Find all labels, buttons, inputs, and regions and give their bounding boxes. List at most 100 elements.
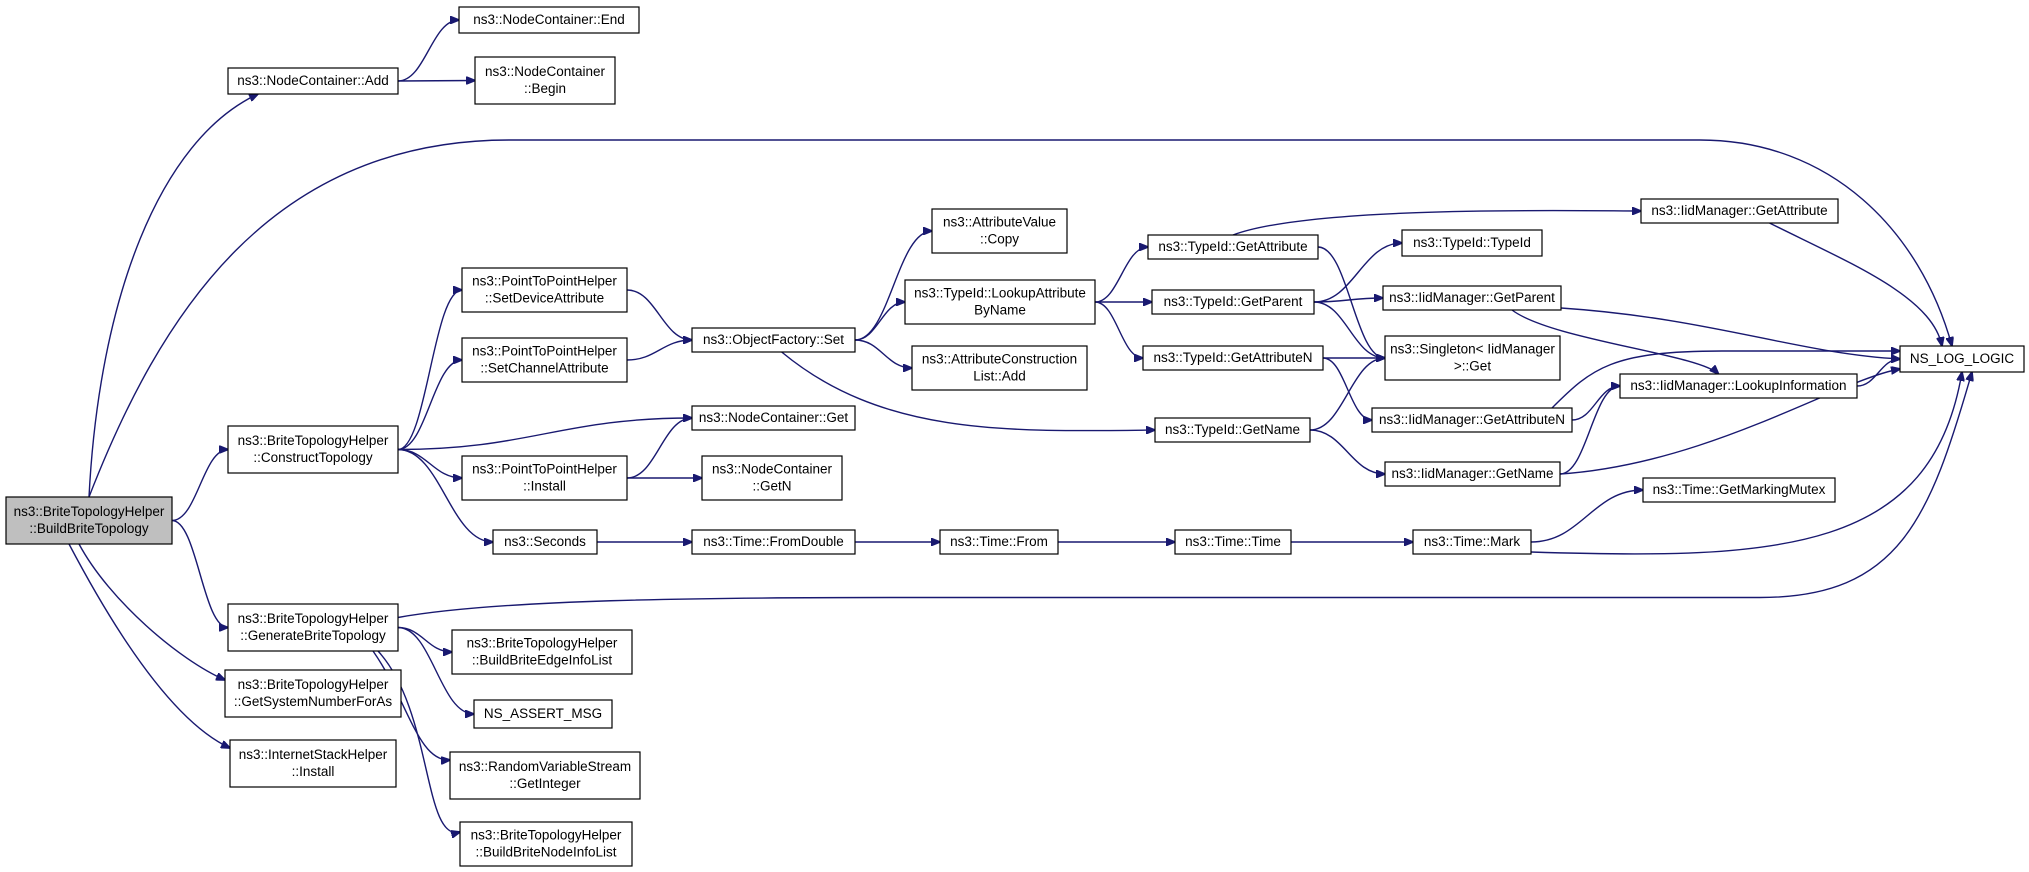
node-nc_getn[interactable]: ns3::NodeContainer::GetN — [701, 455, 843, 501]
node-box — [1619, 373, 1858, 399]
node-box — [931, 208, 1068, 254]
node-time_time[interactable]: ns3::Time::Time — [1174, 529, 1292, 555]
node-box — [1412, 529, 1532, 555]
node-p2p_install[interactable]: ns3::PointToPointHelper::Install — [461, 455, 628, 501]
node-box — [1174, 529, 1292, 555]
node-box — [1899, 345, 2025, 373]
node-label-line: NS_LOG_LOGIC — [1910, 351, 2015, 366]
node-rvs_getint[interactable]: ns3::RandomVariableStream::GetInteger — [449, 751, 641, 800]
node-label-line: ns3::InternetStackHelper — [239, 747, 388, 762]
node-sysnum[interactable]: ns3::BriteTopologyHelper::GetSystemNumbe… — [224, 669, 402, 718]
node-tid_typeid[interactable]: ns3::TypeId::TypeId — [1401, 229, 1543, 257]
edges-layer — [68, 20, 1972, 833]
node-label-line: ns3::IidManager::LookupInformation — [1630, 378, 1846, 393]
node-label-line: ns3::BriteTopologyHelper — [467, 636, 618, 651]
node-nc_end[interactable]: ns3::NodeContainer::End — [458, 6, 640, 34]
node-box — [461, 455, 628, 501]
node-tid_getattr[interactable]: ns3::TypeId::GetAttribute — [1147, 234, 1319, 260]
node-tid_getname[interactable]: ns3::TypeId::GetName — [1154, 417, 1311, 443]
node-label-line: ns3::PointToPointHelper — [472, 274, 617, 289]
node-of_set[interactable]: ns3::ObjectFactory::Set — [691, 327, 856, 353]
edge-root-to-nc_add — [88, 94, 258, 498]
node-singleton_get[interactable]: ns3::Singleton< IidManager>::Get — [1384, 335, 1561, 381]
edge-iid_getparent-to-ns_log_logic — [1560, 307, 1900, 359]
node-time_mark[interactable]: ns3::Time::Mark — [1412, 529, 1532, 555]
node-label-line: ::Install — [523, 479, 566, 494]
node-box — [458, 6, 640, 34]
edge-construct-to-nc_get — [397, 418, 692, 451]
node-box — [1640, 198, 1839, 224]
node-p2p_dev[interactable]: ns3::PointToPointHelper::SetDeviceAttrib… — [461, 267, 628, 313]
edge-tid_getattr-to-singleton_get — [1317, 246, 1385, 358]
node-box — [451, 629, 633, 675]
node-tid_getparent[interactable]: ns3::TypeId::GetParent — [1151, 289, 1315, 315]
node-time_fromdouble[interactable]: ns3::Time::FromDouble — [691, 529, 856, 555]
node-ns_assert[interactable]: NS_ASSERT_MSG — [473, 699, 613, 729]
node-label-line: ns3::BriteTopologyHelper — [238, 611, 389, 626]
node-iid_getparent[interactable]: ns3::IidManager::GetParent — [1382, 285, 1562, 311]
node-box — [1151, 289, 1315, 315]
node-label-line: ns3::Time::From — [950, 534, 1048, 549]
edge-tid_getattr-to-iid_getattr — [1232, 211, 1641, 236]
edge-iid_getattrn-to-ns_log_logic — [1551, 351, 1900, 409]
node-nc_add[interactable]: ns3::NodeContainer::Add — [227, 67, 399, 95]
node-iid_getattr[interactable]: ns3::IidManager::GetAttribute — [1640, 198, 1839, 224]
node-label-line: ::GetInteger — [509, 776, 581, 791]
node-seconds[interactable]: ns3::Seconds — [492, 529, 598, 555]
node-av_copy[interactable]: ns3::AttributeValue::Copy — [931, 208, 1068, 254]
node-label-line: ns3::PointToPointHelper — [472, 344, 617, 359]
node-root[interactable]: ns3::BriteTopologyHelper::BuildBriteTopo… — [5, 496, 173, 545]
node-nc_begin[interactable]: ns3::NodeContainer::Begin — [474, 56, 616, 105]
node-nc_get[interactable]: ns3::NodeContainer::Get — [691, 405, 856, 431]
node-label-line: ns3::Seconds — [504, 534, 586, 549]
node-box — [1401, 229, 1543, 257]
node-label-line: ns3::TypeId::GetAttribute — [1158, 239, 1307, 254]
edge-of_set-to-tid_lookup — [854, 302, 905, 341]
edge-tid_lookup-to-tid_getattr — [1094, 247, 1148, 303]
edge-construct-to-p2p_chan — [397, 360, 462, 451]
node-iid_getname[interactable]: ns3::IidManager::GetName — [1384, 461, 1561, 487]
node-label-line: ns3::NodeContainer::End — [473, 12, 625, 27]
nodes-layer: ns3::BriteTopologyHelper::BuildBriteTopo… — [5, 6, 2025, 867]
edge-iid_getattr-to-ns_log_logic — [1769, 222, 1943, 346]
edge-nc_add-to-nc_begin — [397, 81, 475, 82]
node-label-line: ByName — [974, 303, 1026, 318]
node-iid_lookupinfo[interactable]: ns3::IidManager::LookupInformation — [1619, 373, 1858, 399]
node-label-line: ns3::BriteTopologyHelper — [238, 433, 389, 448]
node-box — [1382, 285, 1562, 311]
edge-nc_add-to-nc_end — [397, 20, 459, 82]
edge-generate-to-ns_assert — [397, 626, 474, 715]
node-box — [1371, 407, 1573, 433]
node-p2p_chan[interactable]: ns3::PointToPointHelper::SetChannelAttri… — [461, 337, 628, 383]
node-label-line: ns3::IidManager::GetAttributeN — [1379, 412, 1565, 427]
node-box — [461, 267, 628, 313]
node-build_node[interactable]: ns3::BriteTopologyHelper::BuildBriteNode… — [459, 821, 633, 867]
node-ish_install[interactable]: ns3::InternetStackHelper::Install — [229, 739, 397, 788]
node-label-line: ns3::AttributeValue — [943, 215, 1056, 230]
node-box — [691, 405, 856, 431]
node-time_getmarkingmutex[interactable]: ns3::Time::GetMarkingMutex — [1642, 477, 1836, 503]
node-box — [474, 56, 616, 105]
node-ns_log_logic[interactable]: NS_LOG_LOGIC — [1899, 345, 2025, 373]
edge-root-to-generate — [171, 519, 228, 628]
edge-iid_getparent-to-iid_lookupinfo — [1511, 309, 1719, 374]
node-label-line: ::Copy — [980, 232, 1019, 247]
edge-iid_lookupinfo-to-ns_log_logic — [1856, 359, 1900, 387]
node-label-line: ns3::TypeId::LookupAttribute — [914, 286, 1086, 301]
node-generate[interactable]: ns3::BriteTopologyHelper::GenerateBriteT… — [227, 603, 399, 652]
node-label-line: ns3::TypeId::TypeId — [1413, 235, 1531, 250]
node-tid_getattrn[interactable]: ns3::TypeId::GetAttributeN — [1142, 345, 1324, 371]
node-build_edge[interactable]: ns3::BriteTopologyHelper::BuildBriteEdge… — [451, 629, 633, 675]
edge-iid_getname-to-ns_log_logic — [1559, 369, 1900, 475]
node-label-line: ns3::NodeContainer::Get — [699, 410, 849, 425]
node-construct[interactable]: ns3::BriteTopologyHelper::ConstructTopol… — [227, 425, 399, 474]
node-time_from[interactable]: ns3::Time::From — [939, 529, 1059, 555]
edge-p2p_install-to-nc_get — [626, 418, 692, 479]
node-label-line: ns3::PointToPointHelper — [472, 462, 617, 477]
node-label-line: List::Add — [973, 369, 1026, 384]
node-label-line: ns3::IidManager::GetParent — [1389, 290, 1555, 305]
node-iid_getattrn[interactable]: ns3::IidManager::GetAttributeN — [1371, 407, 1573, 433]
